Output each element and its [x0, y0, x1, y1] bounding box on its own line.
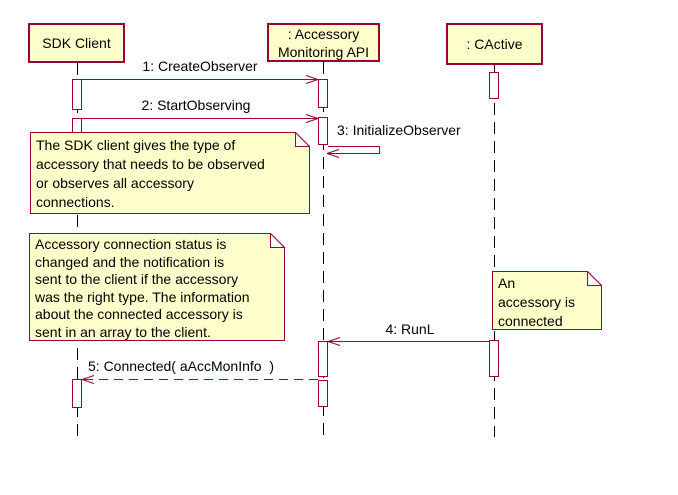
- note-connection-status: Accessory connection status is changed a…: [29, 233, 285, 341]
- activation-bar-cactive-1: [489, 72, 499, 99]
- message-4-arrow: [327, 337, 494, 346]
- activation-bar-sdk-1: [72, 79, 82, 110]
- note-observe-type: The SDK client gives the type of accesso…: [30, 132, 310, 214]
- message-4-label: 4: RunL: [385, 321, 435, 337]
- message-1-label: 1: CreateObserver: [142, 58, 258, 74]
- lifeline-head-sdk-client: SDK Client: [28, 23, 125, 63]
- note-text: Accessory connection status is changed a…: [35, 236, 250, 340]
- message-1-arrow: [77, 75, 319, 84]
- arrowhead-left-icon: [81, 375, 95, 384]
- message-2-arrow: [72, 114, 319, 123]
- message-2-label: 2: StartObserving: [141, 97, 251, 113]
- arrowhead-left-icon: [327, 337, 341, 346]
- activation-bar-api-1: [318, 79, 328, 108]
- lifeline-label-cactive: : CActive: [466, 36, 523, 52]
- message-5-arrow: [81, 375, 318, 384]
- activation-bar-api-3: [318, 341, 328, 377]
- note-text: An accessory is connected: [498, 275, 576, 329]
- message-3-self-arrow: [326, 146, 380, 158]
- lifeline-label-accessory-monitoring-api: : Accessory Monitoring API: [277, 25, 370, 60]
- activation-bar-sdk-3: [72, 379, 82, 408]
- arrowhead-right-icon: [305, 114, 319, 123]
- arrowhead-right-icon: [305, 75, 319, 84]
- note-shape: [30, 132, 310, 214]
- message-3-label: 3: InitializeObserver: [337, 122, 461, 138]
- note-shape: [29, 233, 285, 341]
- note-fold-corner-icon: [587, 271, 602, 286]
- activation-bar-sdk-2: [72, 118, 82, 133]
- activation-bar-api-4: [318, 380, 328, 407]
- arrowhead-left-icon: [326, 149, 340, 158]
- note-fold-corner-icon: [295, 132, 310, 147]
- lifeline-label-sdk-client: SDK Client: [42, 35, 111, 51]
- note-text: The SDK client gives the type of accesso…: [36, 137, 265, 210]
- message-5-label: 5: Connected( aAccMonInfo ): [88, 358, 274, 374]
- activation-bar-api-2: [318, 117, 328, 145]
- note-accessory-connected: An accessory is connected: [492, 271, 602, 330]
- activation-bar-cactive-2: [489, 340, 499, 377]
- lifeline-head-cactive: : CActive: [446, 23, 543, 65]
- note-fold-corner-icon: [270, 233, 285, 248]
- lifeline-head-accessory-monitoring-api: : Accessory Monitoring API: [267, 23, 380, 62]
- note-shape: [492, 271, 602, 330]
